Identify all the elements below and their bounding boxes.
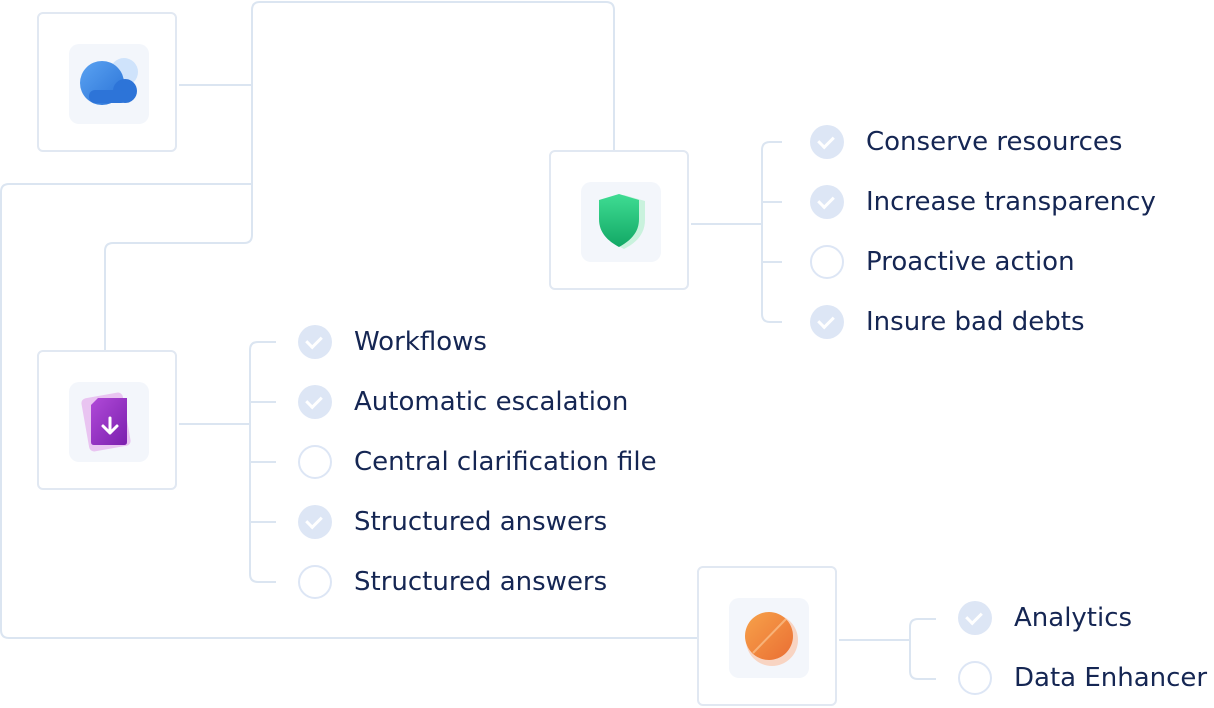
item-label: Data Enhancer [1014, 663, 1208, 693]
item-label: Workflows [354, 327, 487, 357]
connector-shield-bracket [761, 141, 782, 323]
check-icon[interactable] [298, 505, 332, 539]
cloud-icon-tile [69, 44, 149, 124]
cloud-icon [80, 58, 138, 105]
item-label: Automatic escalation [354, 387, 629, 417]
item-label: Structured answers [354, 507, 608, 537]
connector-outer-loop [0, 183, 697, 639]
check-icon[interactable] [810, 185, 844, 219]
item-label: Increase transparency [866, 187, 1156, 217]
document-node[interactable] [37, 350, 177, 490]
check-icon[interactable] [298, 325, 332, 359]
check-icon[interactable] [810, 125, 844, 159]
shield-node[interactable] [549, 150, 689, 290]
connector-trunk-shield [251, 1, 615, 235]
empty-circle-icon[interactable] [298, 445, 332, 479]
check-icon[interactable] [958, 601, 992, 635]
item-label: Insure bad debts [866, 307, 1085, 337]
list-item: Proactive action [810, 242, 1075, 282]
item-label: Analytics [1014, 603, 1133, 633]
orange-circle-icon-tile [729, 598, 809, 678]
connector-trunk-document [104, 234, 253, 350]
item-label: Conserve resources [866, 127, 1123, 157]
orange-circle-node[interactable] [697, 566, 837, 706]
list-item: Structured answers [298, 502, 607, 542]
list-item: Analytics [958, 598, 1132, 638]
list-item: Workflows [298, 322, 487, 362]
item-label: Central clarification file [354, 447, 657, 477]
document-download-icon [81, 392, 131, 452]
item-label: Proactive action [866, 247, 1075, 277]
list-item: Structured answers [298, 562, 607, 602]
cloud-node[interactable] [37, 12, 177, 152]
empty-circle-icon[interactable] [958, 661, 992, 695]
list-item: Insure bad debts [810, 302, 1085, 342]
list-item: Central clarification file [298, 442, 657, 482]
empty-circle-icon[interactable] [298, 565, 332, 599]
check-icon[interactable] [298, 385, 332, 419]
list-item: Conserve resources [810, 122, 1122, 162]
list-item: Increase transparency [810, 182, 1156, 222]
list-item: Automatic escalation [298, 382, 628, 422]
document-icon-tile [69, 382, 149, 462]
list-item: Data Enhancer [958, 658, 1207, 698]
empty-circle-icon[interactable] [810, 245, 844, 279]
shield-icon [599, 194, 645, 249]
connector-circle-bracket [909, 618, 936, 680]
check-icon[interactable] [810, 305, 844, 339]
orange-circle-icon [745, 612, 798, 666]
shield-icon-tile [581, 182, 661, 262]
item-label: Structured answers [354, 567, 608, 597]
